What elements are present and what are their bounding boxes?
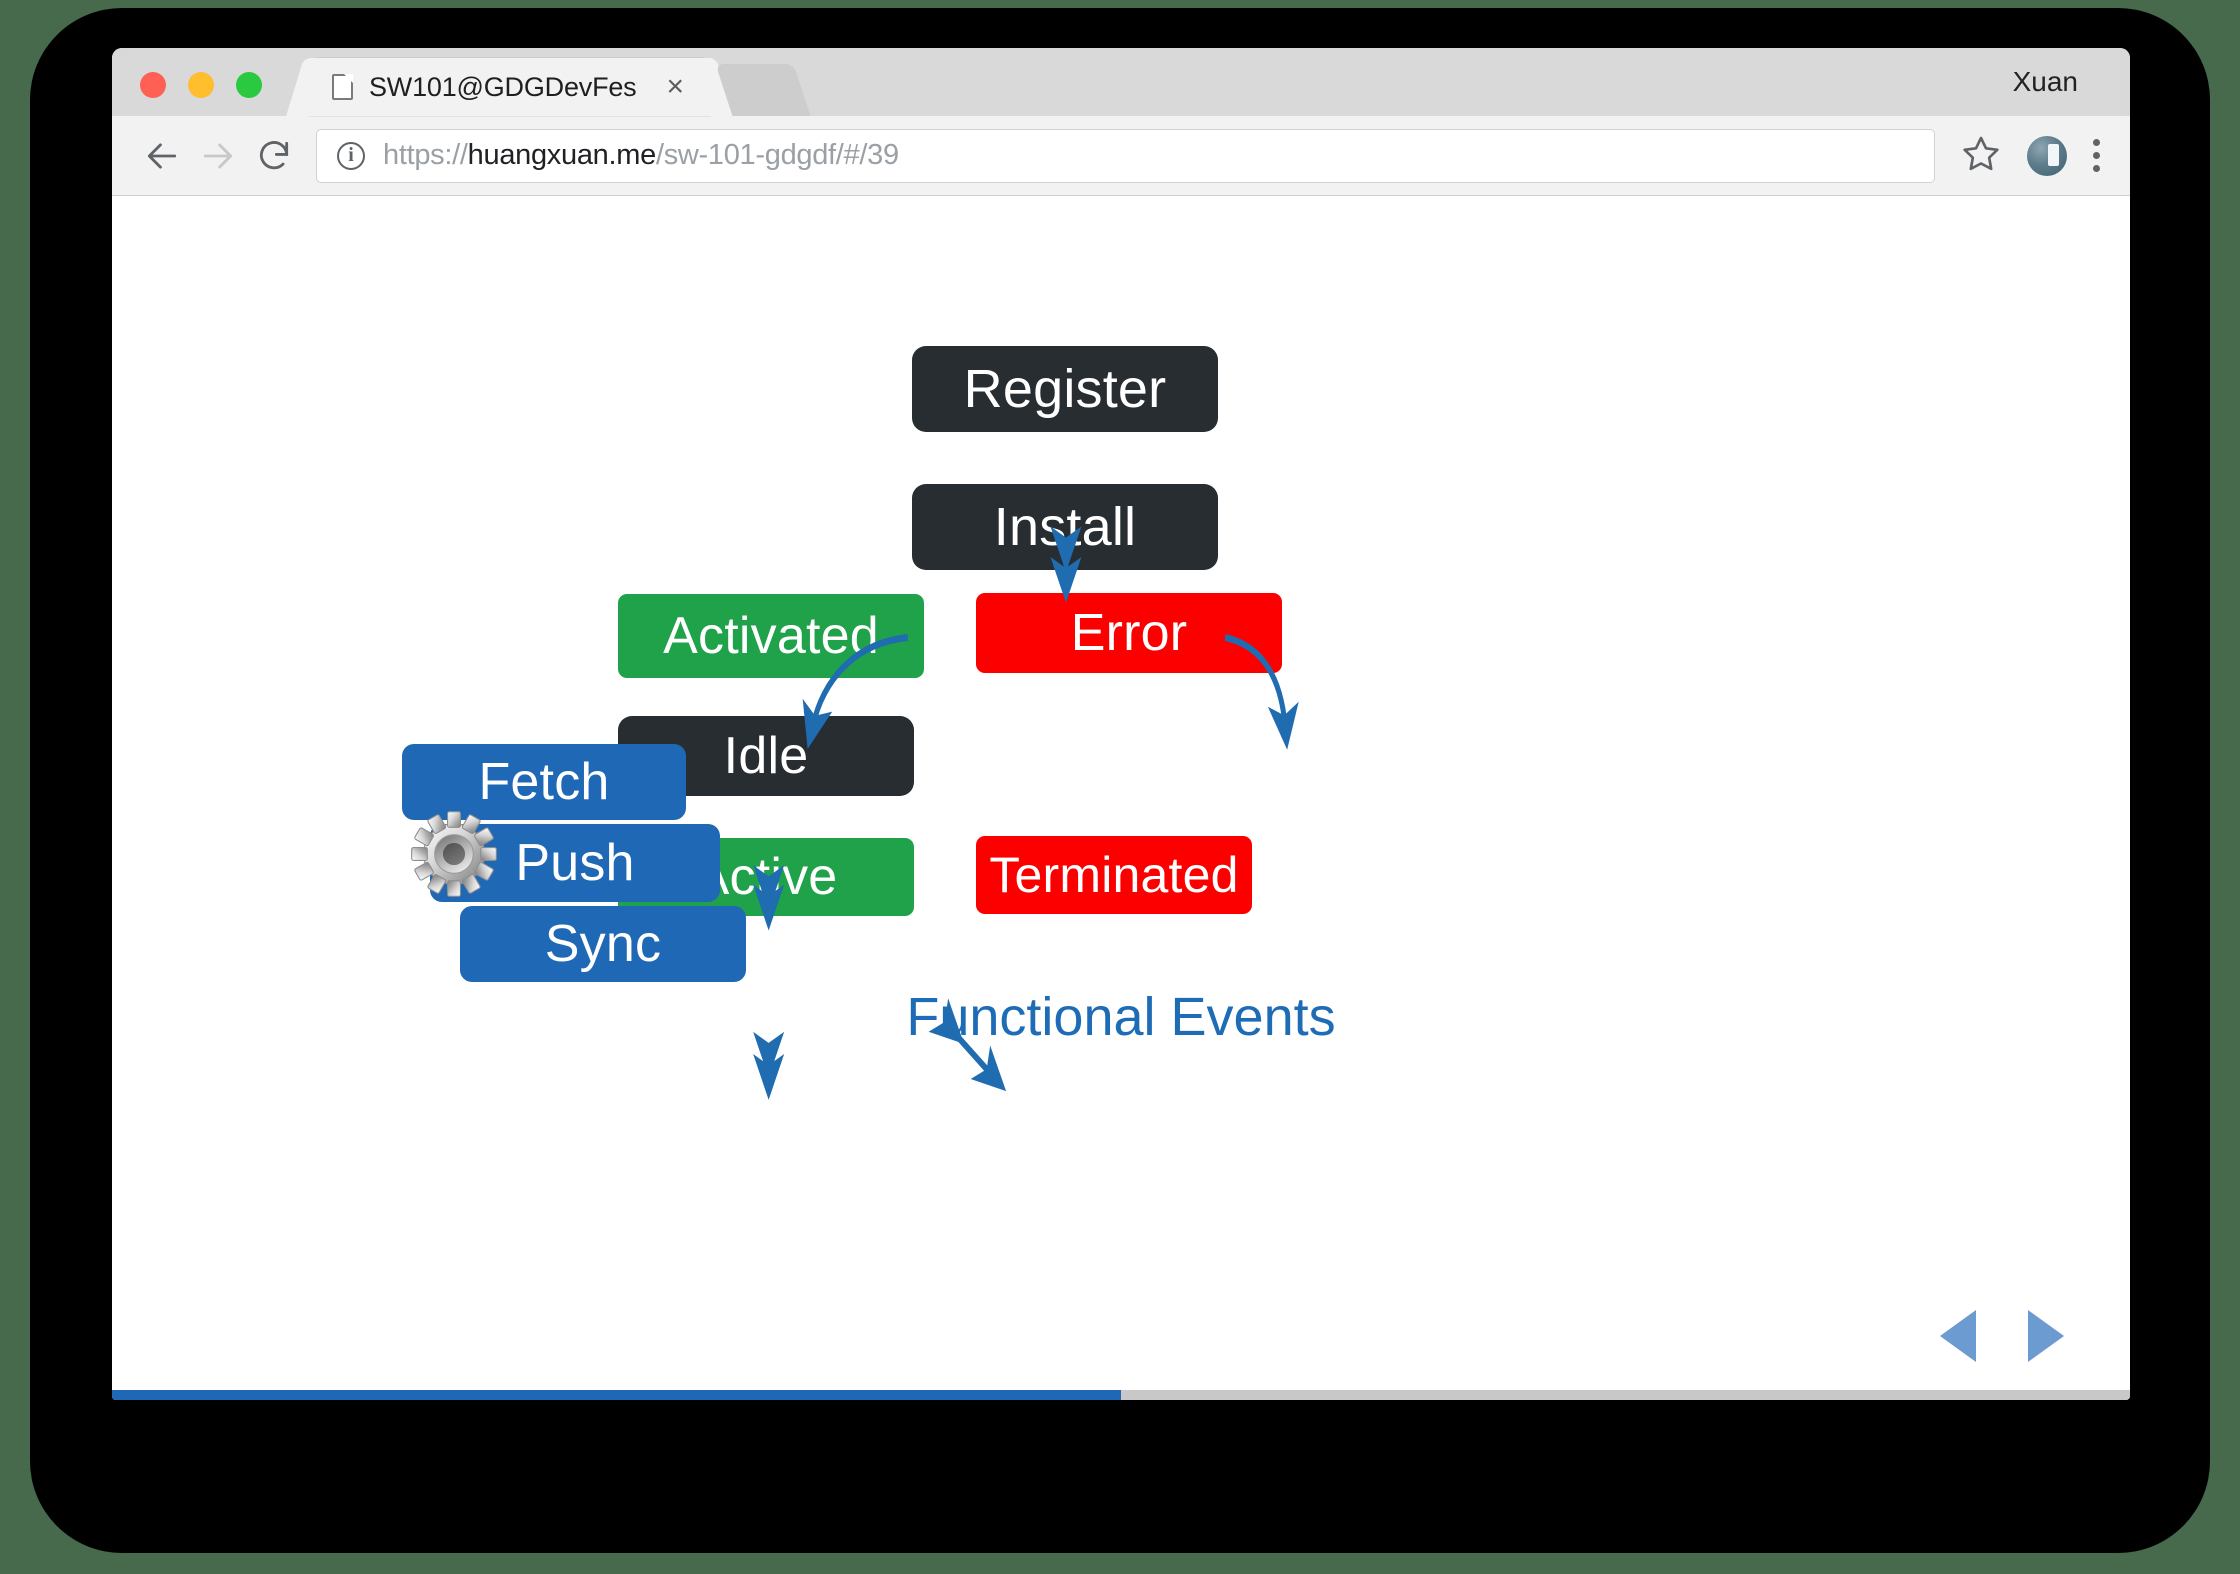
browser-toolbar: i https://huangxuan.me/sw-101-gdgdf/#/39 [112, 116, 2130, 196]
three-dot-menu-icon[interactable] [2093, 139, 2100, 172]
slide-progress-fill [112, 1390, 1121, 1400]
url-scheme: https:// [383, 139, 468, 171]
document-icon [332, 74, 353, 100]
state-diagram-arrows [753, 526, 1299, 1100]
back-arrow-icon[interactable] [134, 128, 190, 184]
state-node-activated[interactable]: Activated [618, 594, 924, 678]
tab-title: SW101@GDGDevFest2016 - ( [369, 71, 637, 102]
browser-tab[interactable]: SW101@GDGDevFest2016 - ( × [310, 58, 710, 116]
extension-icon[interactable] [2027, 135, 2067, 176]
address-bar[interactable]: i https://huangxuan.me/sw-101-gdgdf/#/39 [316, 128, 1935, 183]
previous-slide-arrow[interactable] [1940, 1310, 1976, 1362]
profile-name[interactable]: Xuan [2012, 66, 2078, 97]
close-icon[interactable]: × [666, 70, 684, 103]
window-traffic-lights [140, 72, 262, 98]
gear-icon [411, 811, 497, 897]
slide-canvas: Register Install Activated Error Idle Ac… [112, 196, 2130, 1390]
url-host: huangxuan.me [467, 139, 657, 171]
reload-icon[interactable] [246, 128, 302, 184]
state-node-terminated[interactable]: Terminated [976, 836, 1252, 914]
state-node-error[interactable]: Error [976, 593, 1282, 673]
slide-progress-track[interactable] [112, 1390, 2130, 1400]
slide-navigation [1940, 1310, 2064, 1362]
state-node-register[interactable]: Register [912, 346, 1218, 432]
bookmark-star-icon[interactable] [1961, 133, 2001, 178]
next-slide-arrow[interactable] [2028, 1310, 2064, 1362]
close-window-button[interactable] [140, 72, 166, 98]
minimize-window-button[interactable] [188, 72, 214, 98]
event-node-sync[interactable]: Sync [460, 906, 746, 982]
new-tab-button[interactable] [715, 64, 811, 116]
site-info-icon[interactable]: i [337, 141, 365, 170]
forward-arrow-icon [190, 128, 246, 184]
tab-strip: SW101@GDGDevFest2016 - ( × Xuan [112, 48, 2130, 116]
url-text: https://huangxuan.me/sw-101-gdgdf/#/39 [383, 139, 899, 172]
browser-window: SW101@GDGDevFest2016 - ( × Xuan [112, 48, 2130, 1400]
event-node-fetch[interactable]: Fetch [402, 744, 686, 820]
maximize-window-button[interactable] [236, 72, 262, 98]
url-path: /sw-101-gdgdf/#/39 [655, 139, 899, 171]
